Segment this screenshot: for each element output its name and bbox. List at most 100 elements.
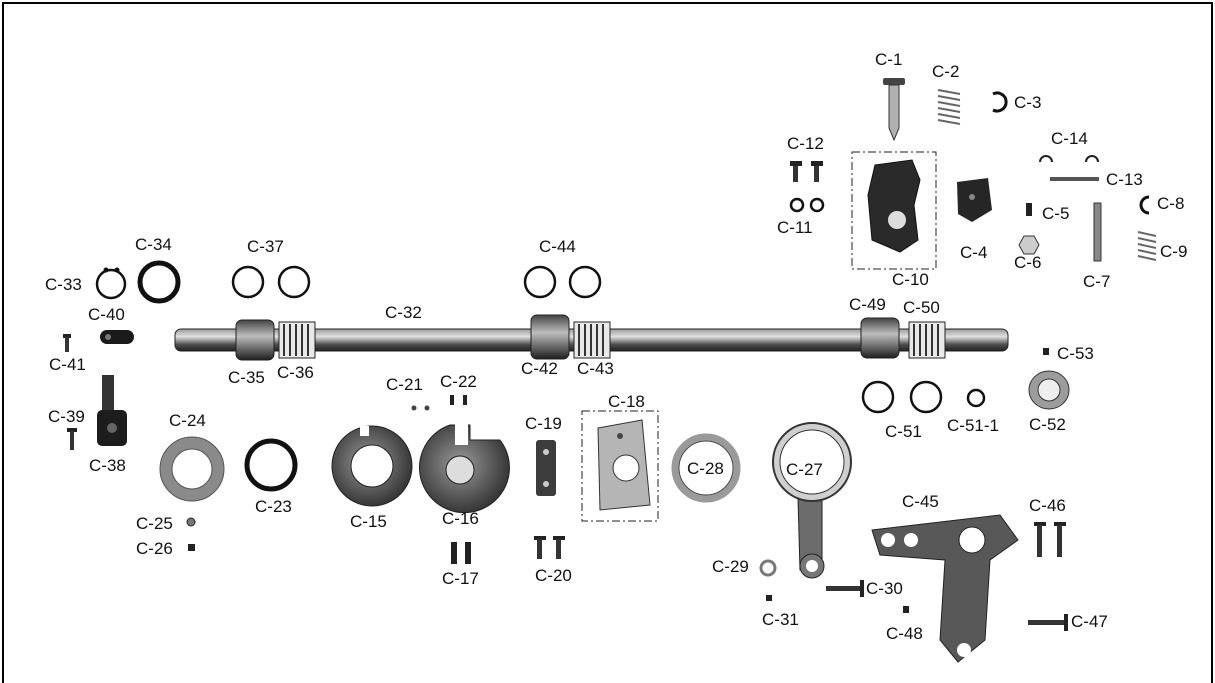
label-c42: C-42 [521,359,558,378]
clamp-block-c38 [97,375,127,446]
label-c48: C-48 [886,624,923,643]
label-c50: C-50 [903,298,940,317]
label-c46: C-46 [1029,496,1066,515]
label-c21: C-21 [386,375,423,394]
pins-c22 [450,395,467,405]
label-c14: C-14 [1051,129,1088,148]
label-c29: C-29 [712,557,749,576]
screw-c41 [63,334,71,352]
bushing-c52 [1028,370,1070,410]
pin-c7 [1093,202,1102,262]
pin-c53 [1043,348,1049,355]
label-c40: C-40 [88,305,125,324]
label-c51: C-51 [885,422,922,441]
needle-bearing-c36 [278,321,316,359]
label-c28: C-28 [687,459,724,478]
screws-c12 [790,161,823,182]
screws-c46 [1034,522,1066,557]
label-c13: C-13 [1106,170,1143,189]
needle-bearing-c43 [573,321,611,359]
label-c19: C-19 [525,414,562,433]
label-c7: C-7 [1083,272,1111,291]
spring-c2 [937,89,961,125]
o-rings [231,197,986,414]
label-c53: C-53 [1057,344,1094,363]
label-c16: C-16 [442,509,479,528]
label-c20: C-20 [535,566,572,585]
label-c51-1: C-51-1 [947,416,999,435]
label-c22: C-22 [440,372,477,391]
label-c45: C-45 [902,492,939,511]
pin-c31 [766,595,772,601]
label-c24: C-24 [169,411,206,430]
shaft-collar-c35 [235,319,275,361]
label-c27: C-27 [786,460,823,479]
label-c25: C-25 [136,514,173,533]
label-c2: C-2 [932,62,960,81]
label-c4: C-4 [960,243,988,262]
pin-c13 [1050,177,1099,181]
label-c38: C-38 [89,456,126,475]
needle-bearing-c50 [908,321,946,359]
shaft-collar-c42 [530,314,570,360]
pin-c1 [883,78,905,142]
clips-c14 [1039,155,1099,163]
label-c3: C-3 [1014,93,1042,112]
ring-c23 [244,438,298,492]
label-c1: C-1 [875,50,903,69]
label-c9: C-9 [1160,242,1188,261]
label-c26: C-26 [136,539,173,558]
label-c30: C-30 [866,579,903,598]
plate-c19 [536,440,556,496]
pin-c26 [188,544,195,551]
label-c10: C-10 [892,270,929,289]
pin-c30 [826,580,864,597]
label-c5: C-5 [1042,204,1070,223]
label-c52: C-52 [1029,415,1066,434]
label-c8: C-8 [1157,194,1185,213]
cam-c15 [331,425,413,507]
label-c39: C-39 [48,407,85,426]
pins-c21 [411,405,430,411]
label-c41: C-41 [49,355,86,374]
label-c18: C-18 [608,392,645,411]
clip-c8 [1139,195,1150,215]
label-c23: C-23 [255,497,292,516]
label-c12: C-12 [787,134,824,153]
washer-c24 [159,436,225,502]
label-c36: C-36 [277,363,314,382]
label-c43: C-43 [577,359,614,378]
pin-c47 [1028,614,1068,631]
label-c6: C-6 [1014,253,1042,272]
label-c37: C-37 [247,237,284,256]
label-c31: C-31 [762,610,799,629]
ring-c29 [759,559,777,577]
shaft-collar-c49 [860,317,900,359]
bracket-c45 [871,514,1019,663]
label-c44: C-44 [539,237,576,256]
assembly-c10 [851,151,937,270]
screws-c17 [451,542,471,564]
snap-ring-c33 [95,267,127,300]
label-c11: C-11 [777,218,813,237]
eccentric-cam-c16 [418,420,510,514]
label-c33: C-33 [45,275,82,294]
clip-c3 [992,91,1008,113]
pin-c5 [1026,203,1032,216]
spring-c9 [1137,231,1157,261]
label-c35: C-35 [228,368,265,387]
oil-seal-c34 [137,260,181,304]
label-c15: C-15 [350,512,387,531]
connecting-rod-c27 [772,422,852,579]
block-c4 [957,178,992,222]
screws-c20 [534,536,565,559]
label-c34: C-34 [135,235,172,254]
label-c17: C-17 [442,569,479,588]
ball-c25 [186,517,196,527]
ring-c28 [671,433,741,503]
label-c49: C-49 [849,295,886,314]
label-c32: C-32 [385,303,422,322]
assembly-c18 [581,410,659,522]
